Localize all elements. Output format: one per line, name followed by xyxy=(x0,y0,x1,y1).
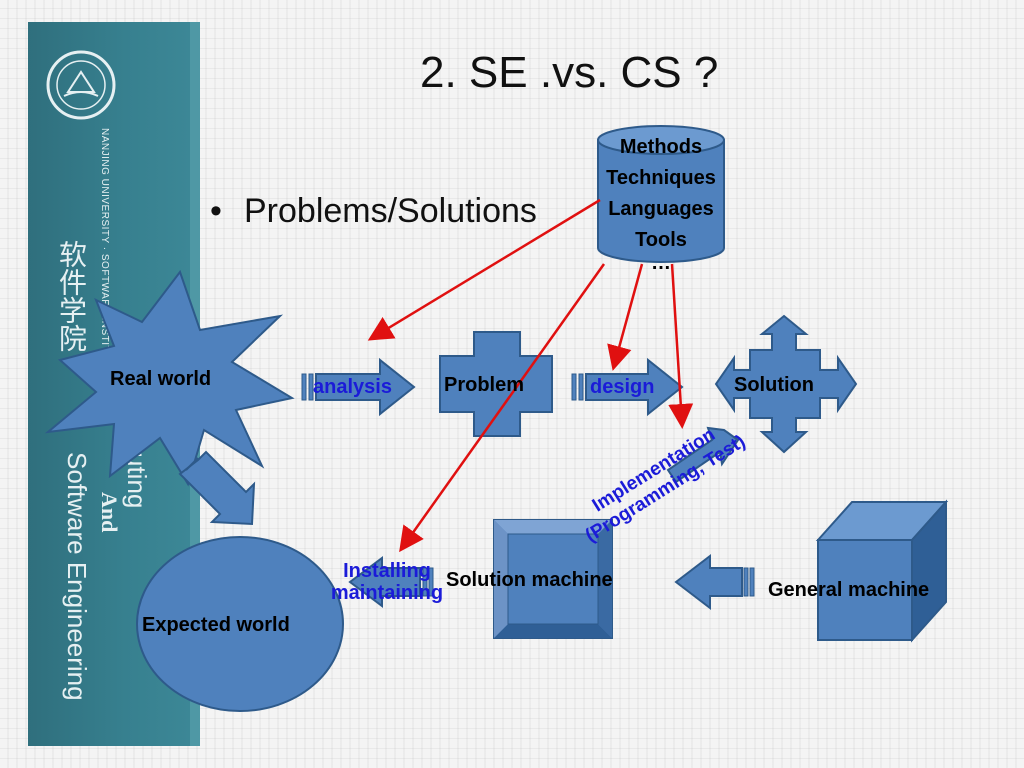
red-arrow-to-installing xyxy=(399,263,606,553)
database-line-techniques: Techniques xyxy=(606,167,716,189)
university-seal-icon xyxy=(46,50,116,120)
real-world-star xyxy=(44,269,295,487)
bullet-item: • Problems/Solutions xyxy=(210,192,537,231)
implementation-block-arrow xyxy=(666,426,740,484)
sidebar-school-cn: 软件学院 xyxy=(54,240,87,352)
database-line-languages: Languages xyxy=(608,198,714,220)
expected-world-ellipse xyxy=(136,536,344,712)
down-block-arrow xyxy=(178,450,256,526)
red-arrow-to-implementation xyxy=(668,263,694,429)
database-line-tools: Tools xyxy=(635,229,687,251)
installing-line1: Installing xyxy=(343,560,431,582)
database-line-methods: Methods xyxy=(619,136,703,158)
problem-label: Problem xyxy=(444,374,525,396)
analysis-block-arrow xyxy=(301,357,416,417)
red-arrow-to-design xyxy=(607,263,644,371)
installing-line2: maintaining xyxy=(330,582,444,604)
solution-machine-box xyxy=(493,519,613,639)
general-machine-cube xyxy=(815,499,949,643)
database-cylinder-icon xyxy=(597,125,725,263)
installing-block-arrow xyxy=(348,556,434,608)
solution-label: Solution xyxy=(734,374,814,396)
solution-quad-arrow xyxy=(714,314,858,454)
real-world-label: Real world xyxy=(110,368,212,390)
solution-machine-label: Solution machine xyxy=(446,569,613,591)
bullet-dot-icon: • xyxy=(210,192,222,230)
analysis-label: analysis xyxy=(313,376,392,398)
red-arrow-to-analysis xyxy=(367,198,601,341)
general-to-solution-arrow xyxy=(674,553,755,611)
problem-cross xyxy=(439,331,553,437)
bullet-text: Problems/Solutions xyxy=(244,192,537,230)
slide-title: 2. SE .vs. CS ? xyxy=(420,48,719,97)
sidebar-school-cn-text: 软件学院 xyxy=(56,240,87,352)
general-machine-label: General machine xyxy=(768,579,930,601)
database-label: Methods Techniques Languages Tools … xyxy=(586,132,736,274)
expected-world-label: Expected world xyxy=(142,614,290,636)
installing-label: Installing maintaining xyxy=(312,556,462,608)
design-label: design xyxy=(590,376,655,398)
design-block-arrow xyxy=(571,357,684,417)
database-line-ellipsis: … xyxy=(651,252,671,274)
